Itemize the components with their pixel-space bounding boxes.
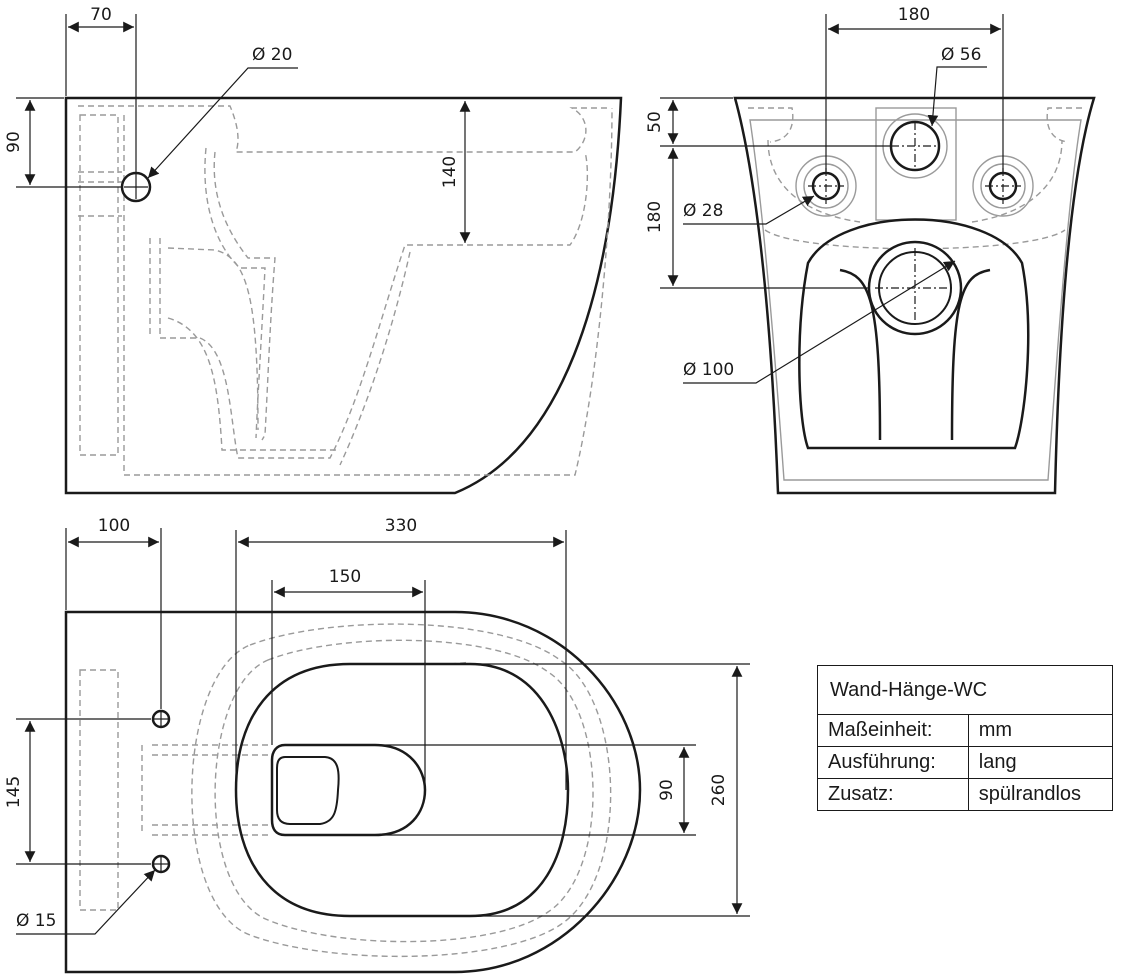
side-width-label: 70	[90, 5, 112, 25]
dimension-side-height	[16, 97, 122, 188]
rear-view: 180 Ø 56 50 180 Ø 28 Ø 100	[645, 5, 1096, 495]
bolt-spacing-label: 145	[4, 776, 24, 808]
leader-bolt-diameter	[16, 869, 156, 935]
top-view-outline	[64, 610, 642, 974]
side-height-label: 90	[4, 131, 24, 153]
side-view: 70 90 Ø 20 140	[4, 5, 623, 495]
leader-pipe-diameter	[147, 67, 298, 179]
side-view-outline	[64, 96, 623, 495]
spec-label-unit: Maßeinheit:	[817, 714, 969, 747]
spec-value-version: lang	[967, 746, 1114, 779]
bowl-width-label: 260	[709, 774, 729, 806]
top-view: 100 330 150 145 Ø 15	[4, 516, 750, 974]
dimension-rear-hole-spacing	[825, 14, 1004, 172]
dimension-opening-width	[375, 744, 696, 836]
top-view-bowl-opening	[270, 743, 427, 837]
side-view-hidden-lines	[78, 105, 613, 476]
spec-label-extra: Zusatz:	[817, 778, 969, 811]
dimension-side-width	[65, 14, 137, 175]
dimension-top-left-offset	[65, 528, 162, 709]
top-left-offset-label: 100	[98, 516, 130, 536]
spec-table-row: Maßeinheit: mm	[817, 714, 1114, 747]
spec-value-extra: spülrandlos	[967, 778, 1114, 811]
dimension-bowl-width	[470, 663, 750, 917]
dimension-rear-left-height	[660, 148, 870, 289]
bowl-length-label: 330	[385, 516, 417, 536]
dimension-bowl-length	[235, 530, 567, 790]
bolt-diameter-label: Ø 15	[16, 911, 56, 931]
dimension-opening-length	[271, 580, 426, 790]
top-view-bolt-top	[151, 709, 171, 729]
rear-centerlines	[808, 122, 1021, 328]
top-view-bowl-rim	[234, 662, 570, 918]
leader-small-hole-diameter	[683, 195, 815, 225]
top-view-hidden-lines	[79, 623, 612, 958]
pipe-diameter-label: Ø 20	[252, 45, 292, 65]
dimension-bolt-spacing	[16, 718, 151, 865]
top-view-bolt-bottom	[151, 854, 171, 874]
rear-left-height-label: 180	[645, 201, 665, 233]
opening-length-label: 150	[329, 567, 361, 587]
spec-label-version: Ausführung:	[817, 746, 969, 779]
inlet-diameter-label: Ø 56	[941, 45, 981, 65]
spec-table-title: Wand-Hänge-WC	[817, 665, 1113, 715]
spec-table-row: Zusatz: spülrandlos	[817, 778, 1114, 811]
outlet-diameter-label: Ø 100	[683, 360, 734, 380]
side-view-pipe-centerline	[124, 175, 148, 199]
top-view-drain	[276, 756, 340, 825]
leader-inlet-diameter	[927, 66, 987, 127]
spec-table: Wand-Hänge-WC Maßeinheit: mm Ausführung:…	[817, 665, 1114, 811]
spec-table-row: Ausführung: lang	[817, 746, 1114, 779]
rear-top-offset-label: 50	[645, 111, 665, 133]
small-hole-diameter-label: Ø 28	[683, 201, 723, 221]
spec-value-unit: mm	[967, 714, 1114, 747]
inner-depth-label: 140	[440, 156, 460, 188]
rear-hole-spacing-label: 180	[898, 5, 930, 25]
dimension-rear-top-offset	[660, 97, 890, 147]
rear-view-outline	[733, 96, 1096, 495]
opening-width-label: 90	[657, 779, 677, 801]
spec-table-title-row: Wand-Hänge-WC	[817, 665, 1113, 715]
leader-outlet-diameter	[683, 260, 956, 384]
